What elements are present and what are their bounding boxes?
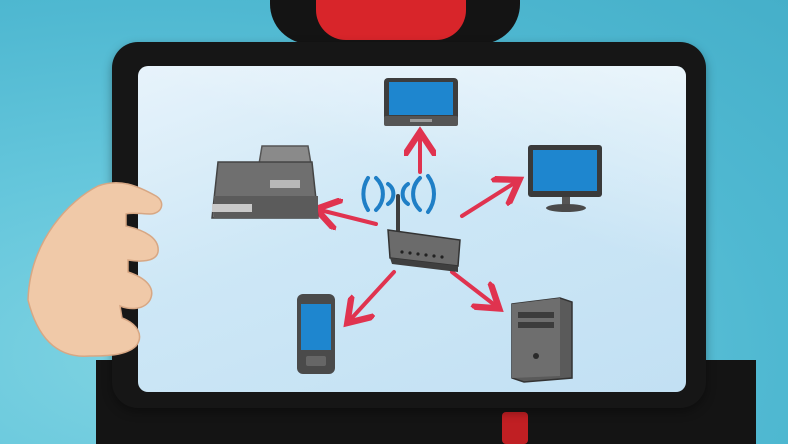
phone-icon <box>297 294 335 374</box>
arrow-to-desktop <box>450 270 496 306</box>
monitor-icon <box>528 145 602 212</box>
arrow-to-monitor <box>460 182 516 218</box>
desktop-tower-icon <box>511 297 573 383</box>
wifi-router-icon <box>361 174 461 272</box>
tv-icon <box>384 78 458 126</box>
arrow-to-phone <box>350 270 396 320</box>
red-shirt <box>316 0 466 40</box>
arrow-to-printer <box>320 210 378 224</box>
shirt-button <box>502 412 528 444</box>
printer-icon <box>211 145 319 219</box>
signal-icon <box>361 174 436 214</box>
